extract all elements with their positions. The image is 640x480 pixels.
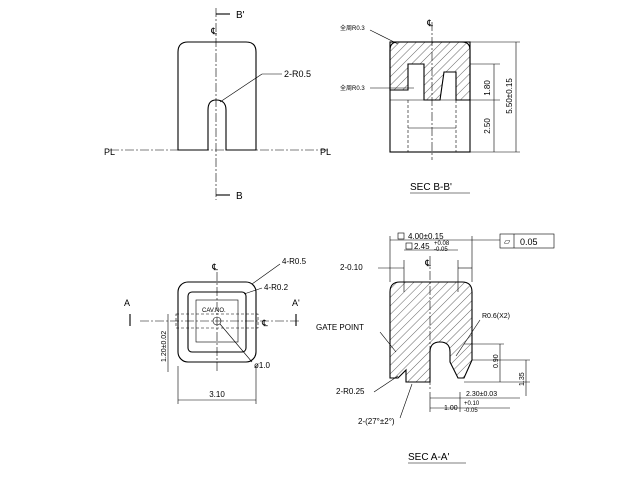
section-label-right: A' xyxy=(292,298,300,308)
gate-point: GATE POINT xyxy=(316,323,364,332)
dim-inner-value: 2.45 xyxy=(414,242,430,251)
section-aa-hatched-body xyxy=(389,281,473,383)
pl-right-label: PL xyxy=(320,147,331,157)
section-label-bottom: B xyxy=(236,191,243,202)
section-bb-view: ℄ 全周R0.3 全周R0.3 1.80 2.50 5.50±0.15 SEC … xyxy=(340,18,520,194)
hole-dia: ø1.0 xyxy=(254,361,271,370)
dim-100-value: 1.00 xyxy=(444,405,458,412)
radius-note: 2-R0.5 xyxy=(284,69,311,79)
dim-lower: 2.50 xyxy=(483,118,492,134)
note-top: 全周R0.3 xyxy=(340,24,365,32)
dim-inner-upper-tol: +0.08 xyxy=(434,241,450,247)
cav-label: CAV.NO. xyxy=(202,308,226,314)
plan-centerline-mark-right: ℄ xyxy=(261,318,268,328)
pl-left-label: PL xyxy=(104,147,115,157)
plan-centerline-mark-top: ℄ xyxy=(211,262,218,272)
corner-radius-leader xyxy=(455,319,481,357)
flatness-frame xyxy=(499,233,555,249)
dim-100-upper-tol: +0.10 xyxy=(464,401,480,407)
corner-radius: R0.6(X2) xyxy=(482,313,510,320)
flatness-value: 0.05 xyxy=(520,237,538,247)
bottom-radius: 2-R0.25 xyxy=(336,387,365,396)
section-bb-centerline-mark: ℄ xyxy=(426,18,433,28)
square-symbol-inner xyxy=(405,242,413,250)
gate-point-leader xyxy=(379,331,397,353)
dim-total: 5.50±0.15 xyxy=(505,78,514,114)
dim-inner-lower-tol: -0.05 xyxy=(434,247,448,253)
section-label-left: A xyxy=(124,298,130,308)
section-label-top: B' xyxy=(236,10,245,21)
square-symbol-outer xyxy=(397,232,405,240)
centerline-mark: ℄ xyxy=(210,26,217,36)
section-aa-view: ℄ 4.00±0.15 2.45 +0.08 -0.05 ▱ 0.05 2-0.… xyxy=(316,232,555,464)
dim-135: 1.35 xyxy=(519,372,526,386)
section-bb-hatched-body xyxy=(389,41,471,101)
dim-width: 3.10 xyxy=(209,390,225,399)
front-view-outline xyxy=(177,41,257,151)
plan-hole xyxy=(212,316,222,326)
note-top-leader xyxy=(369,29,399,45)
flatness-symbol: ▱ xyxy=(504,237,511,246)
front-view: ℄ B' B 2-R0.5 PL PL xyxy=(104,8,331,202)
wall-note: 2-0.10 xyxy=(340,263,363,272)
angle-note: 2-(27°±2°) xyxy=(358,417,395,426)
radius-outer-leader xyxy=(251,263,281,285)
dim-outer: 4.00±0.15 xyxy=(408,232,444,241)
dim-height: 1.20±0.02 xyxy=(161,331,168,362)
dim-100-lower-tol: -0.05 xyxy=(464,408,478,414)
radius-leader xyxy=(219,73,263,103)
note-mid: 全周R0.3 xyxy=(340,84,365,92)
section-aa-caption: SEC A-A' xyxy=(408,452,449,463)
section-aa-centerline-mark: ℄ xyxy=(424,258,431,268)
plan-view: ℄ ℄ CAV.NO. 4-R0.5 4-R0.2 ø1.0 A A' 1.20… xyxy=(124,257,307,404)
radius-inner: 4-R0.2 xyxy=(264,283,289,292)
radius-inner-leader xyxy=(243,287,263,295)
radius-outer: 4-R0.5 xyxy=(282,257,307,266)
angle-note-leader xyxy=(399,383,413,419)
hole-leader xyxy=(219,323,253,363)
dim-090: 0.90 xyxy=(493,354,500,368)
section-bb-caption: SEC B-B' xyxy=(410,182,452,193)
section-bb-outline xyxy=(389,41,471,153)
dim-upper: 1.80 xyxy=(483,80,492,96)
bottom-radius-leader xyxy=(373,375,399,393)
dim-230: 2.30±0.03 xyxy=(466,391,497,398)
